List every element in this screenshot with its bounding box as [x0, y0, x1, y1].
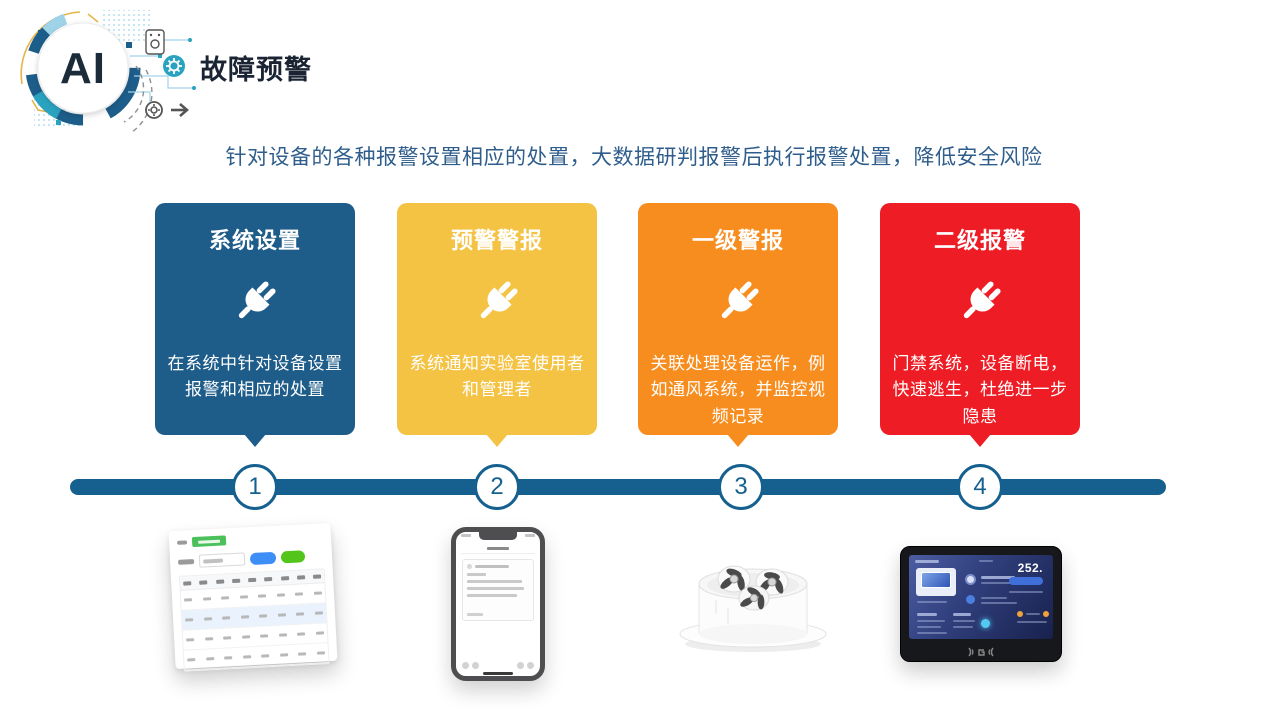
smartphone-notification	[451, 527, 545, 681]
control-panel-tablet: 252.	[900, 546, 1062, 662]
step-circle-1: 1	[232, 464, 278, 510]
panel-reading: 252.	[1017, 561, 1043, 575]
toggle-dot	[1017, 611, 1023, 617]
status-badge	[191, 535, 227, 548]
card-title: 预警警报	[450, 228, 543, 253]
card-level1-alarm: 一级警报 关联处理设备运作，例如通风系统，并监控视频记录	[638, 203, 838, 447]
home-indicator	[483, 672, 513, 675]
logo-yellow-arcs	[20, 11, 99, 113]
arrow-icon	[171, 103, 189, 117]
fan-unit	[738, 585, 770, 611]
avatar	[966, 595, 975, 604]
plug-icon	[880, 271, 1080, 333]
phone-nav-bar	[461, 544, 535, 554]
brand-logo	[968, 647, 994, 657]
screen-title-bar	[915, 560, 939, 563]
plug-icon	[397, 271, 597, 333]
chip-icon	[145, 29, 165, 55]
card-desc: 系统通知实验室使用者和管理者	[409, 354, 585, 400]
avatar	[965, 574, 976, 585]
camera-card	[916, 568, 956, 596]
card-title: 二级报警	[933, 228, 1026, 253]
field-label	[178, 559, 195, 565]
card-system-settings: 系统设置 在系统中针对设备设置报警和相应的处置	[155, 203, 355, 447]
card-desc: 关联处理设备运作，例如通风系统，并监控视频记录	[650, 354, 826, 426]
data-table	[178, 568, 330, 672]
phone-status-bar	[461, 534, 535, 537]
export-button	[280, 549, 306, 563]
toggle-dot	[1043, 611, 1049, 617]
step-circle-3: 3	[718, 464, 764, 510]
logo-ring-segments	[25, 10, 141, 126]
search-input	[198, 552, 246, 568]
search-button	[249, 551, 277, 565]
gear-icon-teal	[163, 55, 185, 77]
card-prewarning-alarm: 预警警报 系统通知实验室使用者和管理者	[397, 203, 597, 447]
plug-icon	[155, 271, 355, 333]
card-title: 系统设置	[208, 228, 301, 253]
card-desc: 门禁系统，设备断电，快速逃生，杜绝进一步隐患	[892, 354, 1068, 426]
page-title: 故障预警	[200, 55, 312, 85]
logo-accent-squares	[38, 30, 132, 125]
ventilation-fan-device	[679, 565, 830, 652]
gear-icon-gray	[145, 101, 163, 119]
step-circle-2: 2	[474, 464, 520, 510]
screenshot-search-row	[178, 548, 324, 569]
card-desc: 在系统中针对设备设置报警和相应的处置	[167, 354, 343, 400]
timeline-bar	[70, 479, 1166, 495]
screenshot-badge-row	[177, 530, 323, 548]
step-circle-4: 4	[957, 464, 1003, 510]
status-glow	[981, 619, 990, 628]
card-level2-alarm: 二级报警 门禁系统，设备断电，快速逃生，杜绝进一步隐患	[880, 203, 1080, 447]
placeholder-text	[177, 540, 188, 545]
message-card	[462, 559, 534, 621]
admin-table-screenshot	[168, 522, 338, 672]
panel-button	[1009, 577, 1043, 585]
logo-core: AI	[37, 22, 129, 114]
fan-unit	[717, 565, 751, 593]
phone-toolbar	[462, 662, 534, 669]
phone-notch	[479, 532, 517, 540]
logo-dashed-fan	[123, 65, 153, 133]
tablet-screen: 252.	[909, 555, 1053, 639]
ai-logo: AI	[20, 10, 196, 133]
plug-icon	[638, 271, 838, 333]
card-title: 一级警报	[691, 228, 784, 253]
logo-text: AI	[60, 44, 106, 93]
subtitle: 针对设备的各种报警设置相应的处置，大数据研判报警后执行报警处置，降低安全风险	[225, 146, 1043, 169]
